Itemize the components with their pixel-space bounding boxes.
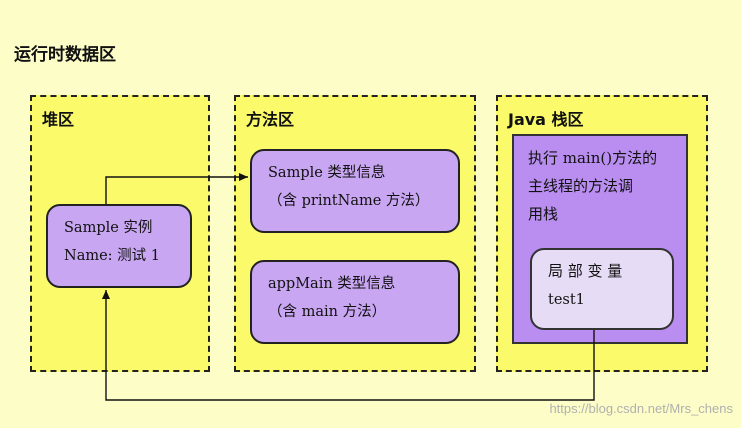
sample-type-info-box: Sample 类型信息 （含 printName 方法）	[250, 149, 460, 233]
main-thread-stack-text: 执行 main()方法的 主线程的方法调 用栈	[528, 144, 657, 228]
java-stack-label: Java 栈区	[508, 110, 584, 129]
main-thread-line-2: 主线程的方法调	[528, 177, 634, 195]
method-area-label: 方法区	[246, 110, 295, 129]
local-variables-label: 局 部 变 量	[548, 262, 623, 280]
main-thread-line-3: 用栈	[528, 205, 559, 223]
instance-to-type-arrow	[105, 173, 248, 204]
appmain-type-info-note: （含 main 方法）	[268, 304, 387, 320]
sample-instance-name: Name: 测试 1	[64, 248, 160, 264]
local-variable-test1: test1	[548, 292, 585, 308]
sample-type-info-note: （含 printName 方法）	[268, 193, 430, 209]
local-variables-box: 局 部 变 量 test1	[530, 248, 674, 330]
appmain-type-info-box: appMain 类型信息 （含 main 方法）	[250, 260, 460, 344]
diagram-title: 运行时数据区	[14, 45, 116, 65]
watermark-text: https://blog.csdn.net/Mrs_chens	[549, 401, 733, 416]
appmain-type-info-title: appMain 类型信息	[268, 276, 396, 292]
heap-region-label: 堆区	[42, 110, 75, 129]
sample-instance-box: Sample 实例 Name: 测试 1	[46, 204, 192, 288]
local-var-to-instance-arrow	[102, 290, 595, 401]
sample-instance-label: Sample 实例	[64, 220, 153, 236]
sample-type-info-title: Sample 类型信息	[268, 165, 386, 181]
main-thread-line-1: 执行 main()方法的	[528, 149, 658, 167]
